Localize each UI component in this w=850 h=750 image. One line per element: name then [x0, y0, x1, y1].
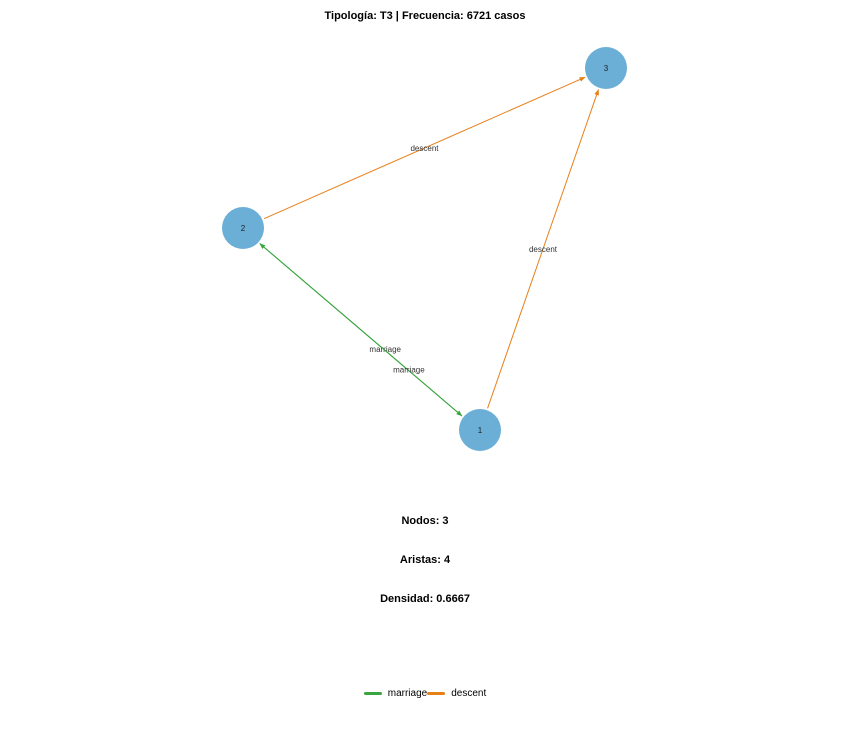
network-graph: descent descent marriage marriage 1 2 3 — [222, 47, 627, 451]
node-2: 2 — [222, 207, 264, 249]
edge-descent-2-3 — [263, 76, 586, 220]
edge-descent-1-3 — [487, 89, 599, 409]
diagram-title: Tipología: T3 | Frecuencia: 6721 casos — [324, 10, 526, 22]
node-1: 1 — [459, 409, 501, 451]
edge-label: marriage — [369, 345, 401, 354]
node-circle — [459, 409, 501, 451]
node-count: Nodos: 3 — [401, 515, 449, 527]
node-label: 3 — [604, 64, 609, 73]
legend: marriage descent — [0, 688, 850, 699]
node-label: 1 — [478, 426, 483, 435]
edge-label: descent — [529, 245, 558, 254]
legend-item-marriage: marriage — [363, 688, 428, 699]
node-3: 3 — [585, 47, 627, 89]
legend-swatch-descent — [427, 692, 446, 695]
legend-label-descent: descent — [451, 688, 487, 699]
edge-marriage-2-1 — [259, 243, 463, 417]
density: Densidad: 0.6667 — [380, 593, 470, 605]
edge-label: descent — [410, 144, 439, 153]
legend-item-descent: descent — [427, 688, 486, 699]
node-circle — [222, 207, 264, 249]
legend-swatch-marriage — [363, 692, 382, 695]
node-circle — [585, 47, 627, 89]
edge-count: Aristas: 4 — [399, 554, 451, 566]
node-label: 2 — [241, 224, 246, 233]
legend-label-marriage: marriage — [387, 688, 428, 699]
edge-label: marriage — [393, 365, 425, 374]
edges-layer: descent descent marriage marriage — [259, 76, 599, 417]
nodes-layer: 1 2 3 — [222, 47, 627, 451]
